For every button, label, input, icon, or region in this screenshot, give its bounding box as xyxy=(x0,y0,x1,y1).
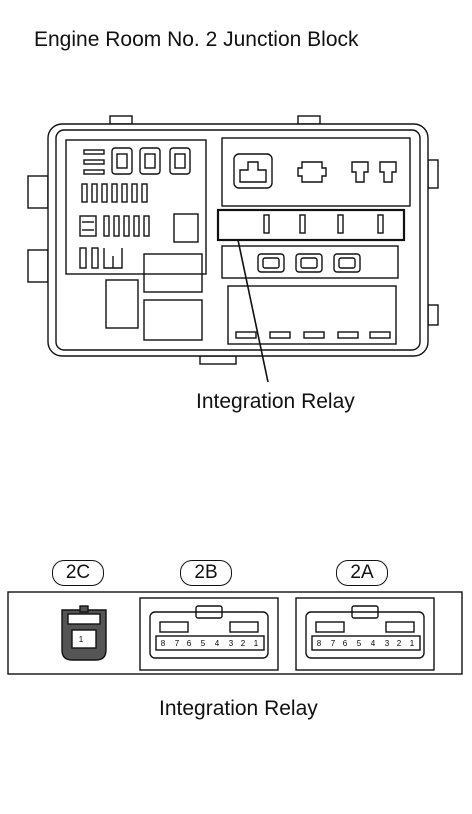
mini-relay-icon xyxy=(169,147,191,175)
relay-socket-icon xyxy=(351,161,369,183)
relay-socket-icon xyxy=(379,161,397,183)
left-fuse-panel xyxy=(65,139,207,275)
pin-label: 5 xyxy=(357,639,362,648)
pin-label: 2 xyxy=(241,639,246,648)
diagram-title: Engine Room No. 2 Junction Block xyxy=(34,28,359,51)
integration-relay-connector-caption: Integration Relay xyxy=(159,697,318,720)
pin-label-2c-1: 1 xyxy=(79,635,84,644)
integration-relay-callout: Integration Relay xyxy=(196,390,355,413)
pin-label: 4 xyxy=(215,639,220,648)
relay-slot xyxy=(143,299,203,341)
connector-strip xyxy=(221,245,399,279)
pin-label: 2 xyxy=(397,639,402,648)
pin-labels-2b: 8 7 6 5 4 3 2 1 xyxy=(161,639,259,648)
pin-label: 1 xyxy=(254,639,259,648)
connector-2c xyxy=(61,605,107,661)
pin-label: 4 xyxy=(371,639,376,648)
integration-relay-location xyxy=(216,208,406,242)
relay-slot xyxy=(143,253,203,293)
connector-tag-2a: 2A xyxy=(336,560,388,586)
pin-label: 8 xyxy=(161,639,166,648)
callout-leader-line xyxy=(237,239,269,383)
pin-label: 7 xyxy=(331,639,336,648)
pin-label: 7 xyxy=(175,639,180,648)
relay-socket-icon xyxy=(297,161,327,183)
mini-relay-icon xyxy=(139,147,161,175)
pin-label: 3 xyxy=(229,639,234,648)
connector-panel xyxy=(7,591,463,675)
pin-label: 8 xyxy=(317,639,322,648)
large-relay-icon xyxy=(233,153,273,189)
mini-relay-icon xyxy=(111,147,133,175)
pin-label: 5 xyxy=(201,639,206,648)
pin-label: 3 xyxy=(385,639,390,648)
pin-labels-2a: 8 7 6 5 4 3 2 1 xyxy=(317,639,415,648)
pin-label: 1 xyxy=(410,639,415,648)
connector-2a xyxy=(295,597,435,671)
relay-slot xyxy=(105,279,139,329)
connector-2b xyxy=(139,597,279,671)
pin-label: 6 xyxy=(187,639,192,648)
lower-fuse-box xyxy=(227,285,397,345)
connector-tag-2b: 2B xyxy=(180,560,232,586)
pin-label: 6 xyxy=(343,639,348,648)
connector-tag-2c: 2C xyxy=(52,560,104,586)
right-relay-panel xyxy=(221,137,411,207)
